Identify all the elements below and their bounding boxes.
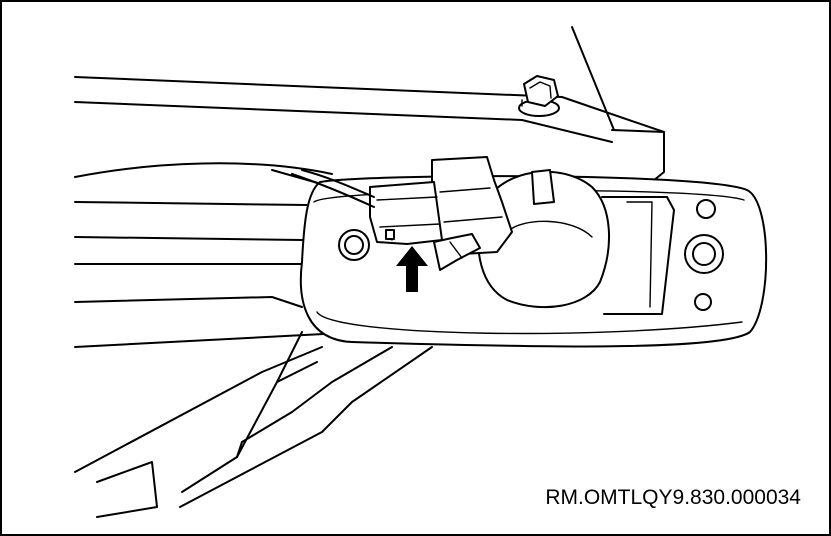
upper-panel — [74, 26, 665, 191]
up-arrow-icon — [396, 246, 428, 292]
reference-code: RM.OMTLQY9.830.000034 — [545, 486, 801, 509]
wire-harness — [291, 169, 375, 208]
bolt — [518, 75, 560, 117]
electrical-connector — [369, 156, 513, 271]
bulb-socket — [477, 169, 610, 309]
